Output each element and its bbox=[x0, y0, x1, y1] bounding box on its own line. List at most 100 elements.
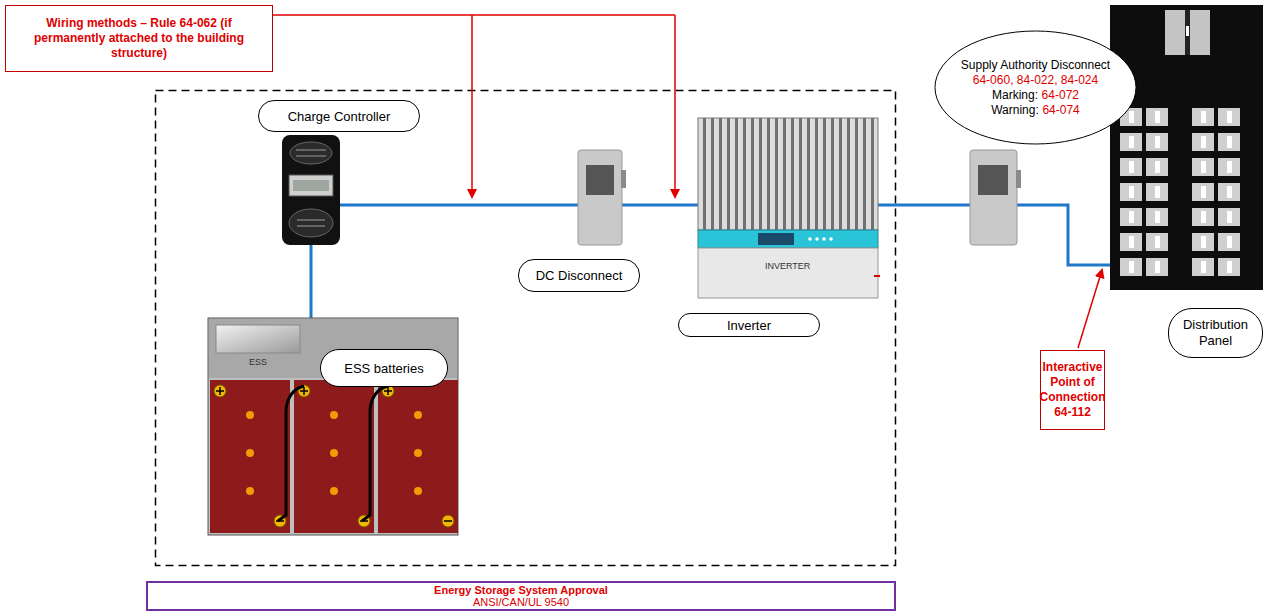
system-boundary bbox=[156, 91, 896, 566]
text-row: ESS batteries bbox=[344, 361, 424, 376]
text-row: Inverter bbox=[727, 318, 771, 333]
text-group: Wiring methods – Rule 64-062 (if permane… bbox=[10, 16, 268, 61]
distribution-panel bbox=[1129, 161, 1134, 173]
ess-battery bbox=[442, 515, 454, 527]
distribution-panel bbox=[1155, 261, 1160, 273]
distribution-panel bbox=[1146, 158, 1168, 176]
distribution-panel bbox=[1192, 258, 1214, 276]
distribution-panel bbox=[1201, 261, 1206, 273]
distribution-panel bbox=[1120, 133, 1142, 151]
charge-controller bbox=[297, 220, 325, 226]
text-row: Marking:64-072 bbox=[961, 88, 1110, 103]
device-label: INVERTER bbox=[765, 261, 810, 271]
ess-battery bbox=[330, 449, 338, 457]
note-box: Interactive Point of Connection 64-112 bbox=[1040, 350, 1105, 430]
ess-battery bbox=[444, 520, 452, 522]
ess-battery bbox=[246, 487, 254, 495]
charge-controller bbox=[289, 209, 333, 237]
distribution-panel bbox=[1201, 111, 1206, 123]
distribution-panel bbox=[1155, 211, 1160, 223]
wire bbox=[622, 204, 698, 207]
text-row: Wiring methods – Rule 64-062 (if permane… bbox=[10, 16, 268, 61]
node-text: Interactive Point of Connection 64-112 bbox=[1040, 360, 1106, 419]
supply-disconnect bbox=[970, 150, 1021, 245]
distribution-panel bbox=[1155, 236, 1160, 248]
inverter bbox=[815, 237, 819, 241]
dc-disconnect bbox=[578, 150, 626, 245]
label-pill: Distribution Panel bbox=[1168, 308, 1263, 358]
node-text: 64-074 bbox=[1042, 103, 1079, 117]
distribution-panel bbox=[1155, 136, 1160, 148]
distribution-panel bbox=[1227, 236, 1232, 248]
ess-battery bbox=[330, 411, 338, 419]
text-row: DC Disconnect bbox=[536, 268, 623, 283]
distribution-panel bbox=[1192, 233, 1214, 251]
text-group: Supply Authority Disconnect64-060, 84-02… bbox=[961, 58, 1110, 118]
distribution-panel bbox=[1192, 108, 1214, 126]
label-pill: Inverter bbox=[678, 313, 820, 337]
distribution-panel bbox=[1218, 133, 1240, 151]
ess-battery bbox=[216, 325, 300, 353]
ess-battery bbox=[330, 487, 338, 495]
distribution-panel bbox=[1192, 133, 1214, 151]
distribution-panel bbox=[1218, 183, 1240, 201]
inverter bbox=[808, 237, 812, 241]
node-text: 64-060, 84-022, 84-024 bbox=[973, 73, 1098, 87]
inverter bbox=[698, 118, 878, 230]
node-text: 64-072 bbox=[1042, 88, 1079, 102]
inverter bbox=[874, 275, 880, 277]
ess-battery bbox=[246, 411, 254, 419]
callout-ellipse: Supply Authority Disconnect64-060, 84-02… bbox=[934, 30, 1137, 145]
leader-line bbox=[471, 15, 473, 197]
ess-battery bbox=[216, 387, 224, 395]
dc-disconnect bbox=[578, 150, 622, 245]
distribution-panel bbox=[1218, 108, 1240, 126]
distribution-panel bbox=[1185, 10, 1190, 55]
distribution-panel bbox=[1186, 26, 1189, 36]
node-text: ESS batteries bbox=[344, 361, 424, 376]
ess-battery bbox=[378, 380, 458, 533]
supply-disconnect bbox=[1016, 170, 1021, 188]
inverter bbox=[822, 237, 826, 241]
ess-battery bbox=[214, 385, 226, 397]
ess-battery bbox=[278, 386, 304, 521]
distribution-panel bbox=[1227, 161, 1232, 173]
distribution-panel bbox=[1146, 133, 1168, 151]
ess-battery bbox=[414, 411, 422, 419]
approval-box: Energy Storage System ApprovalANSI/CAN/U… bbox=[146, 581, 896, 611]
distribution-panel bbox=[1227, 261, 1232, 273]
distribution-panel bbox=[1129, 236, 1134, 248]
inverter bbox=[698, 230, 878, 248]
distribution-panel bbox=[1192, 158, 1214, 176]
ellipse-outline bbox=[935, 31, 1136, 144]
distribution-panel bbox=[1120, 258, 1142, 276]
distribution-panel bbox=[1146, 258, 1168, 276]
distribution-panel bbox=[1201, 136, 1206, 148]
node-text: Wiring methods – Rule 64-062 (if permane… bbox=[34, 16, 244, 60]
text-row: 64-060, 84-022, 84-024 bbox=[961, 73, 1110, 88]
distribution-panel bbox=[1129, 261, 1134, 273]
distribution-panel bbox=[1120, 183, 1142, 201]
distribution-panel bbox=[1201, 161, 1206, 173]
wire bbox=[340, 204, 578, 207]
text-row: Distribution Panel bbox=[1177, 317, 1254, 349]
label-pill: DC Disconnect bbox=[518, 259, 640, 292]
distribution-panel bbox=[1192, 183, 1214, 201]
device-label: ESS bbox=[249, 357, 267, 367]
label-pill: Charge Controller bbox=[258, 100, 420, 132]
node-text: DC Disconnect bbox=[536, 268, 623, 283]
distribution-panel bbox=[1155, 111, 1160, 123]
ess-battery bbox=[414, 487, 422, 495]
distribution-panel bbox=[1201, 186, 1206, 198]
ess-battery bbox=[210, 380, 458, 533]
charge-controller bbox=[282, 135, 340, 245]
distribution-panel bbox=[1129, 186, 1134, 198]
node-text: Charge Controller bbox=[288, 109, 391, 124]
text-group: Energy Storage System ApprovalANSI/CAN/U… bbox=[434, 584, 608, 608]
text-group: Inverter bbox=[727, 318, 771, 333]
distribution-panel bbox=[1227, 211, 1232, 223]
distribution-panel bbox=[1120, 108, 1240, 276]
distribution-panel bbox=[1218, 158, 1240, 176]
distribution-panel bbox=[1201, 211, 1206, 223]
